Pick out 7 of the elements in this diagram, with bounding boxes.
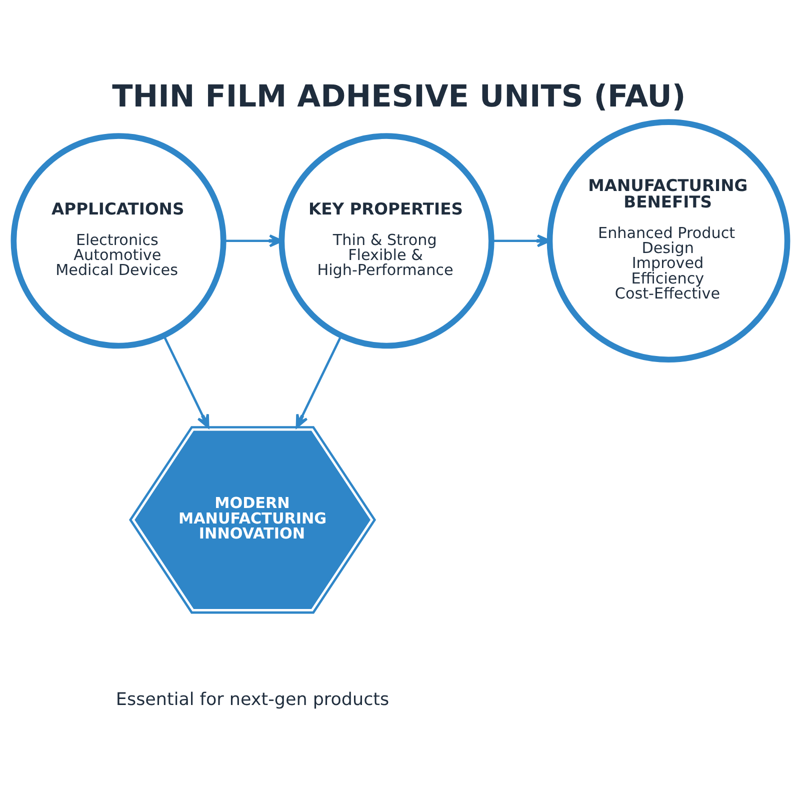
- diagram-title: THIN FILM ADHESIVE UNITS (FAU): [112, 79, 686, 114]
- arrow: [295, 334, 342, 428]
- arrow: [162, 334, 209, 428]
- node-circle: KEY PROPERTIES Thin & Strong Flexible & High-Performance: [278, 132, 494, 348]
- node-circle: APPLICATIONS Electronics Automotive Medical Devices: [10, 132, 226, 348]
- node-circle: MANUFACTURING BENEFITS Enhanced Product Design Improved Efficiency Cost-Effective: [546, 118, 790, 362]
- caption: Essential for next-gen products: [115, 690, 389, 710]
